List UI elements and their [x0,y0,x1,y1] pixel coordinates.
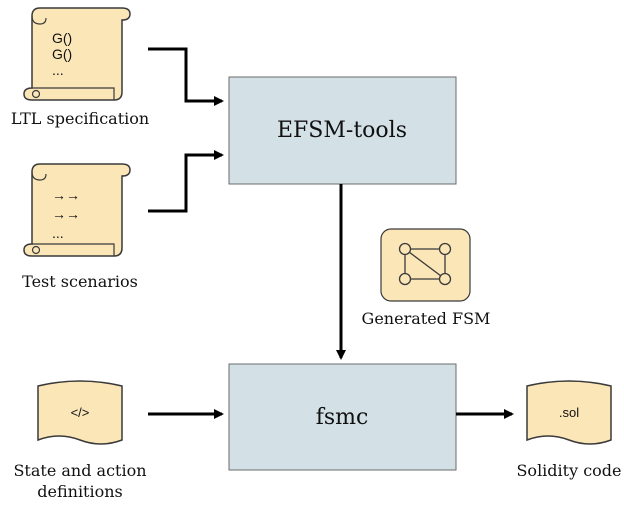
solidity-symbol: .sol [559,405,579,420]
fsm-graph-icon [380,228,471,302]
definitions-document-icon [37,380,123,445]
fsm-caption: Generated FSM [362,309,491,328]
test-scroll-line-2: →→ [52,206,80,222]
definitions-caption-line-1: State and action [13,461,146,480]
test-scroll-icon [23,163,131,257]
solidity-caption: Solidity code [516,461,621,480]
ltl-scroll-line-2: G() [52,46,72,62]
definitions-symbol: </> [71,405,90,420]
fsmc-label: fsmc [316,405,369,430]
definitions-caption-line-2: definitions [37,482,123,501]
efsm-tools-label: EFSM-tools [277,118,407,143]
ltl-scroll-icon [23,7,131,101]
test-caption: Test scenarios [22,272,138,291]
test-scroll-line-3: ... [52,225,64,241]
efsm-tools-box [228,76,457,185]
solidity-document-icon [526,380,612,445]
fsmc-box [228,363,457,471]
ltl-scroll-line-3: ... [52,62,64,78]
ltl-scroll-line-1: G() [52,30,72,46]
test-scroll-line-1: →→ [52,187,80,203]
test-to-efsm-arrow [148,150,224,213]
ltl-to-efsm-arrow [148,47,224,106]
ltl-caption: LTL specification [11,109,149,128]
